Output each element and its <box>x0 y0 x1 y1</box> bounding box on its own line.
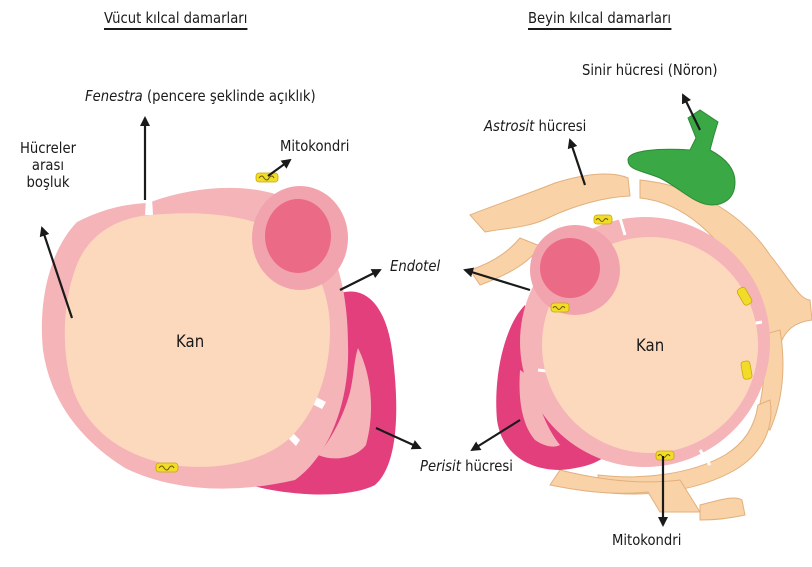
right-mitochondrion-bottom <box>656 451 674 460</box>
arrow-endotel-left <box>340 270 380 290</box>
label-perisit-desc: hücresi <box>461 457 513 475</box>
label-astrosit: Astrosit hücresi <box>484 118 586 135</box>
label-hucreler: Hücreler arası boşluk <box>13 140 83 191</box>
label-astrosit-term: Astrosit <box>484 117 534 135</box>
label-hucreler-l1: Hücreler <box>13 140 83 157</box>
label-sinir: Sinir hücresi (Nöron) <box>582 62 718 79</box>
right-mitochondrion-top <box>594 215 612 224</box>
label-fenestra-term: Fenestra <box>85 87 143 105</box>
label-astrosit-desc: hücresi <box>534 117 586 135</box>
right-nucleus <box>530 225 620 315</box>
label-kan-right: Kan <box>636 338 664 355</box>
left-title: Vücut kılcal damarları <box>104 10 247 30</box>
label-hucreler-l3: boşluk <box>13 174 83 191</box>
label-perisit-term: Perisit <box>420 457 461 475</box>
left-nucleus <box>252 186 348 290</box>
brain-capillary <box>470 110 812 520</box>
label-hucreler-l2: arası <box>13 157 83 174</box>
label-kan-left: Kan <box>176 334 204 351</box>
label-endotel: Endotel <box>390 258 440 275</box>
label-perisit: Perisit hücresi <box>420 458 513 475</box>
right-title: Beyin kılcal damarları <box>528 10 671 30</box>
label-mitokondri-left: Mitokondri <box>280 138 349 155</box>
label-fenestra-desc: (pencere şeklinde açıklık) <box>143 87 316 105</box>
body-capillary <box>42 173 396 494</box>
label-mitokondri-right: Mitokondri <box>612 532 681 549</box>
right-mitochondrion-left <box>551 303 569 312</box>
arrow-mitokondri-left <box>268 160 290 176</box>
left-mitochondrion-bottom <box>156 463 178 472</box>
label-fenestra: Fenestra (pencere şeklinde açıklık) <box>85 88 316 105</box>
left-mitochondrion-top <box>256 173 278 182</box>
